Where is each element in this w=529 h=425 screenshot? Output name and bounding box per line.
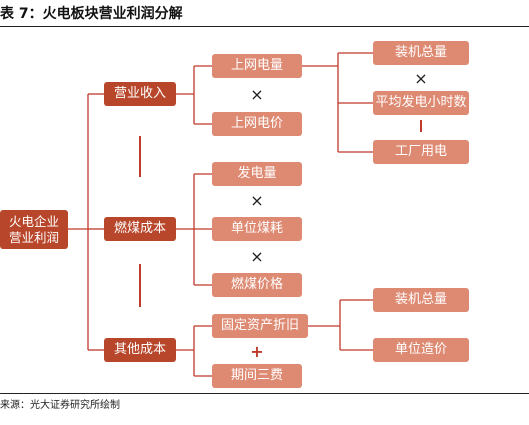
times-operator-1: × — [250, 85, 264, 104]
node-period-expenses-label: 期间三费 — [230, 367, 283, 383]
times-operator-4: × — [414, 69, 428, 88]
page-title: 表 7：火电板块营业利润分解 — [0, 6, 183, 22]
minus-operator-3 — [420, 120, 422, 132]
node-coal-price: 燃煤价格 — [212, 273, 302, 297]
node-unit-coal-consumption: 单位煤耗 — [212, 217, 302, 241]
source-note: 来源：光大证券研究所绘制 — [0, 400, 120, 411]
node-other-cost: 其他成本 — [104, 338, 176, 362]
node-generation: 发电量 — [212, 162, 302, 186]
node-grid-volume: 上网电量 — [212, 54, 302, 78]
node-installed-capacity-2: 装机总量 — [373, 288, 469, 312]
node-grid-price: 上网电价 — [212, 112, 302, 136]
times-operator-3: × — [250, 247, 264, 266]
node-plant-self-use: 工厂用电 — [373, 140, 469, 164]
node-installed-capacity: 装机总量 — [373, 41, 469, 65]
root-node-operating-profit: 火电企业 营业利润 — [0, 210, 68, 249]
node-fixed-asset-depreciation: 固定资产折旧 — [212, 314, 308, 338]
times-operator-2: × — [250, 191, 264, 210]
node-unit-cost: 单位造价 — [373, 338, 469, 362]
node-coal-cost: 燃煤成本 — [104, 217, 176, 241]
node-period-expenses: 期间三费 — [212, 364, 302, 388]
node-avg-utilization-hours: 平均发电小时数 — [373, 91, 469, 115]
plus-operator: + — [250, 342, 264, 361]
footer-divider — [0, 393, 529, 394]
minus-operator-1 — [139, 136, 141, 177]
title-divider — [0, 26, 529, 27]
node-revenue: 营业收入 — [104, 82, 176, 106]
minus-operator-2 — [139, 264, 141, 307]
